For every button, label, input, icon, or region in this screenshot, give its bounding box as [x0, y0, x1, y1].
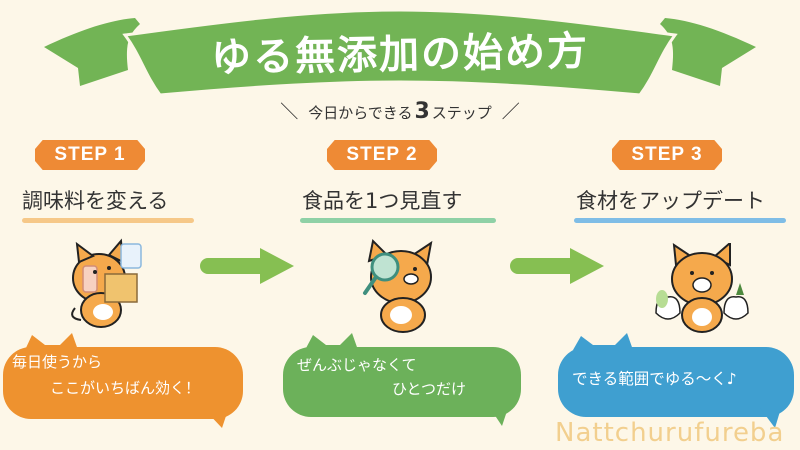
speech-bubble-2-shape: [283, 333, 521, 426]
bubble-2-line-2: ひとつだけ: [392, 380, 466, 398]
title-banner: [44, 8, 756, 97]
watermark: Nattchurufureba: [555, 418, 785, 448]
subtitle-prefix: 今日からできる: [308, 104, 413, 122]
step-2-title: 食品を1つ見直す: [302, 189, 463, 213]
subtitle-suffix: ステップ: [431, 104, 492, 122]
subtitle-number: 3: [414, 99, 430, 124]
bubble-1-line-1: 毎日使うから: [12, 353, 103, 371]
right-slash-icon: ／: [501, 102, 520, 123]
step-1-title: 調味料を変える: [22, 189, 169, 213]
bubble-1-line-2: ここがいちばん効く！: [50, 379, 201, 397]
left-slash-icon: ＼: [280, 102, 299, 123]
step-2-badge: STEP 2: [327, 140, 437, 170]
step-1-underline: [22, 218, 194, 223]
step-3-underline: [574, 218, 786, 223]
step-3-title: 食材をアップデート: [576, 189, 765, 213]
page-title: ゆる無添加の始め方: [210, 28, 590, 82]
step-2-underline: [300, 218, 496, 223]
speech-bubble-3-shape: [558, 333, 794, 428]
cat-with-grocery-bags-illustration: [655, 243, 749, 333]
step-3-badge: STEP 3: [612, 140, 722, 170]
cat-with-magnifying-glass-illustration: [363, 238, 433, 333]
cat-carrying-seasonings-illustration: [71, 238, 142, 328]
bubble-3-line-1: できる範囲でゆる〜く♪: [572, 370, 737, 388]
right-arrow-icon: [200, 248, 294, 284]
speech-bubble-1-shape: [3, 333, 243, 428]
step-1-badge: STEP 1: [35, 140, 145, 170]
bubble-2-line-1: ぜんぶじゃなくて: [297, 356, 417, 374]
right-arrow-icon: [510, 248, 604, 284]
